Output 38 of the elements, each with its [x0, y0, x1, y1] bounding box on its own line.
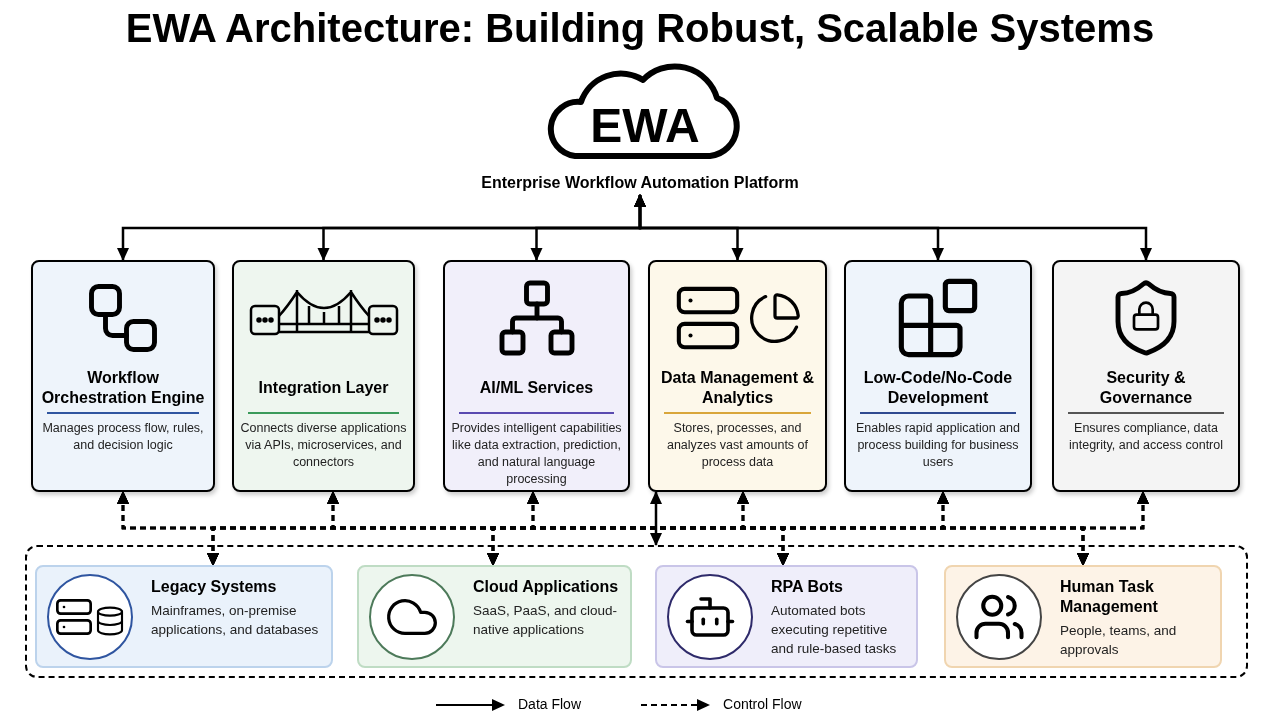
system-title: RPA Bots [771, 577, 844, 597]
cloud-label: EWA [589, 100, 701, 152]
module-description: Stores, processes, and analyzes vast amounts of process data [665, 420, 809, 471]
system-title: Cloud Applications [473, 577, 620, 597]
module-card [844, 260, 1032, 492]
module-description: Ensures compliance, data integrity, and access control [1068, 420, 1224, 454]
module-description: Connects diverse applications via APIs, microservices, and connectors [239, 420, 408, 471]
platform-caption: Enterprise Workflow Automation Platform [481, 173, 799, 193]
module-card [648, 260, 827, 492]
system-card [357, 565, 632, 668]
system-title: Human Task Management [1060, 577, 1159, 617]
module-card [443, 260, 630, 492]
connector-arrow [650, 491, 662, 546]
module-title: AI/ML Services [479, 378, 594, 398]
module-title: Low-Code/No-Code Development [862, 368, 1014, 408]
module-description: Manages process flow, rules, and decision logic [41, 420, 205, 454]
system-card [655, 565, 918, 668]
module-title: Security & Governance [1098, 368, 1194, 408]
module-description: Enables rapid application and process building for business users [855, 420, 1021, 471]
system-description: Mainframes, on-premise applications, and databases [151, 602, 320, 639]
system-title: Legacy Systems [151, 577, 278, 597]
module-card [1052, 260, 1240, 492]
system-description: SaaS, PaaS, and cloud-native applications [473, 602, 619, 639]
system-description: People, teams, and approvals [1060, 622, 1178, 659]
module-card [31, 260, 215, 492]
module-title: Data Management & Analytics [660, 368, 815, 408]
legend-label: Control Flow [723, 695, 802, 714]
diagram-title: EWA Architecture: Building Robust, Scalable Systems [124, 5, 1156, 52]
system-card [35, 565, 333, 668]
connector-arrow [634, 194, 1152, 261]
dashed-connector [1077, 491, 1149, 566]
module-title: Workflow Orchestration Engine [41, 368, 205, 408]
system-description: Automated bots executing repetitive and rule-based tasks [771, 602, 898, 658]
module-card [232, 260, 415, 492]
module-title: Integration Layer [258, 378, 389, 398]
legend-label: Data Flow [518, 695, 582, 714]
module-description: Provides intelligent capabilities like data extraction, prediction, and natural language processing [450, 420, 623, 488]
system-card [944, 565, 1222, 668]
